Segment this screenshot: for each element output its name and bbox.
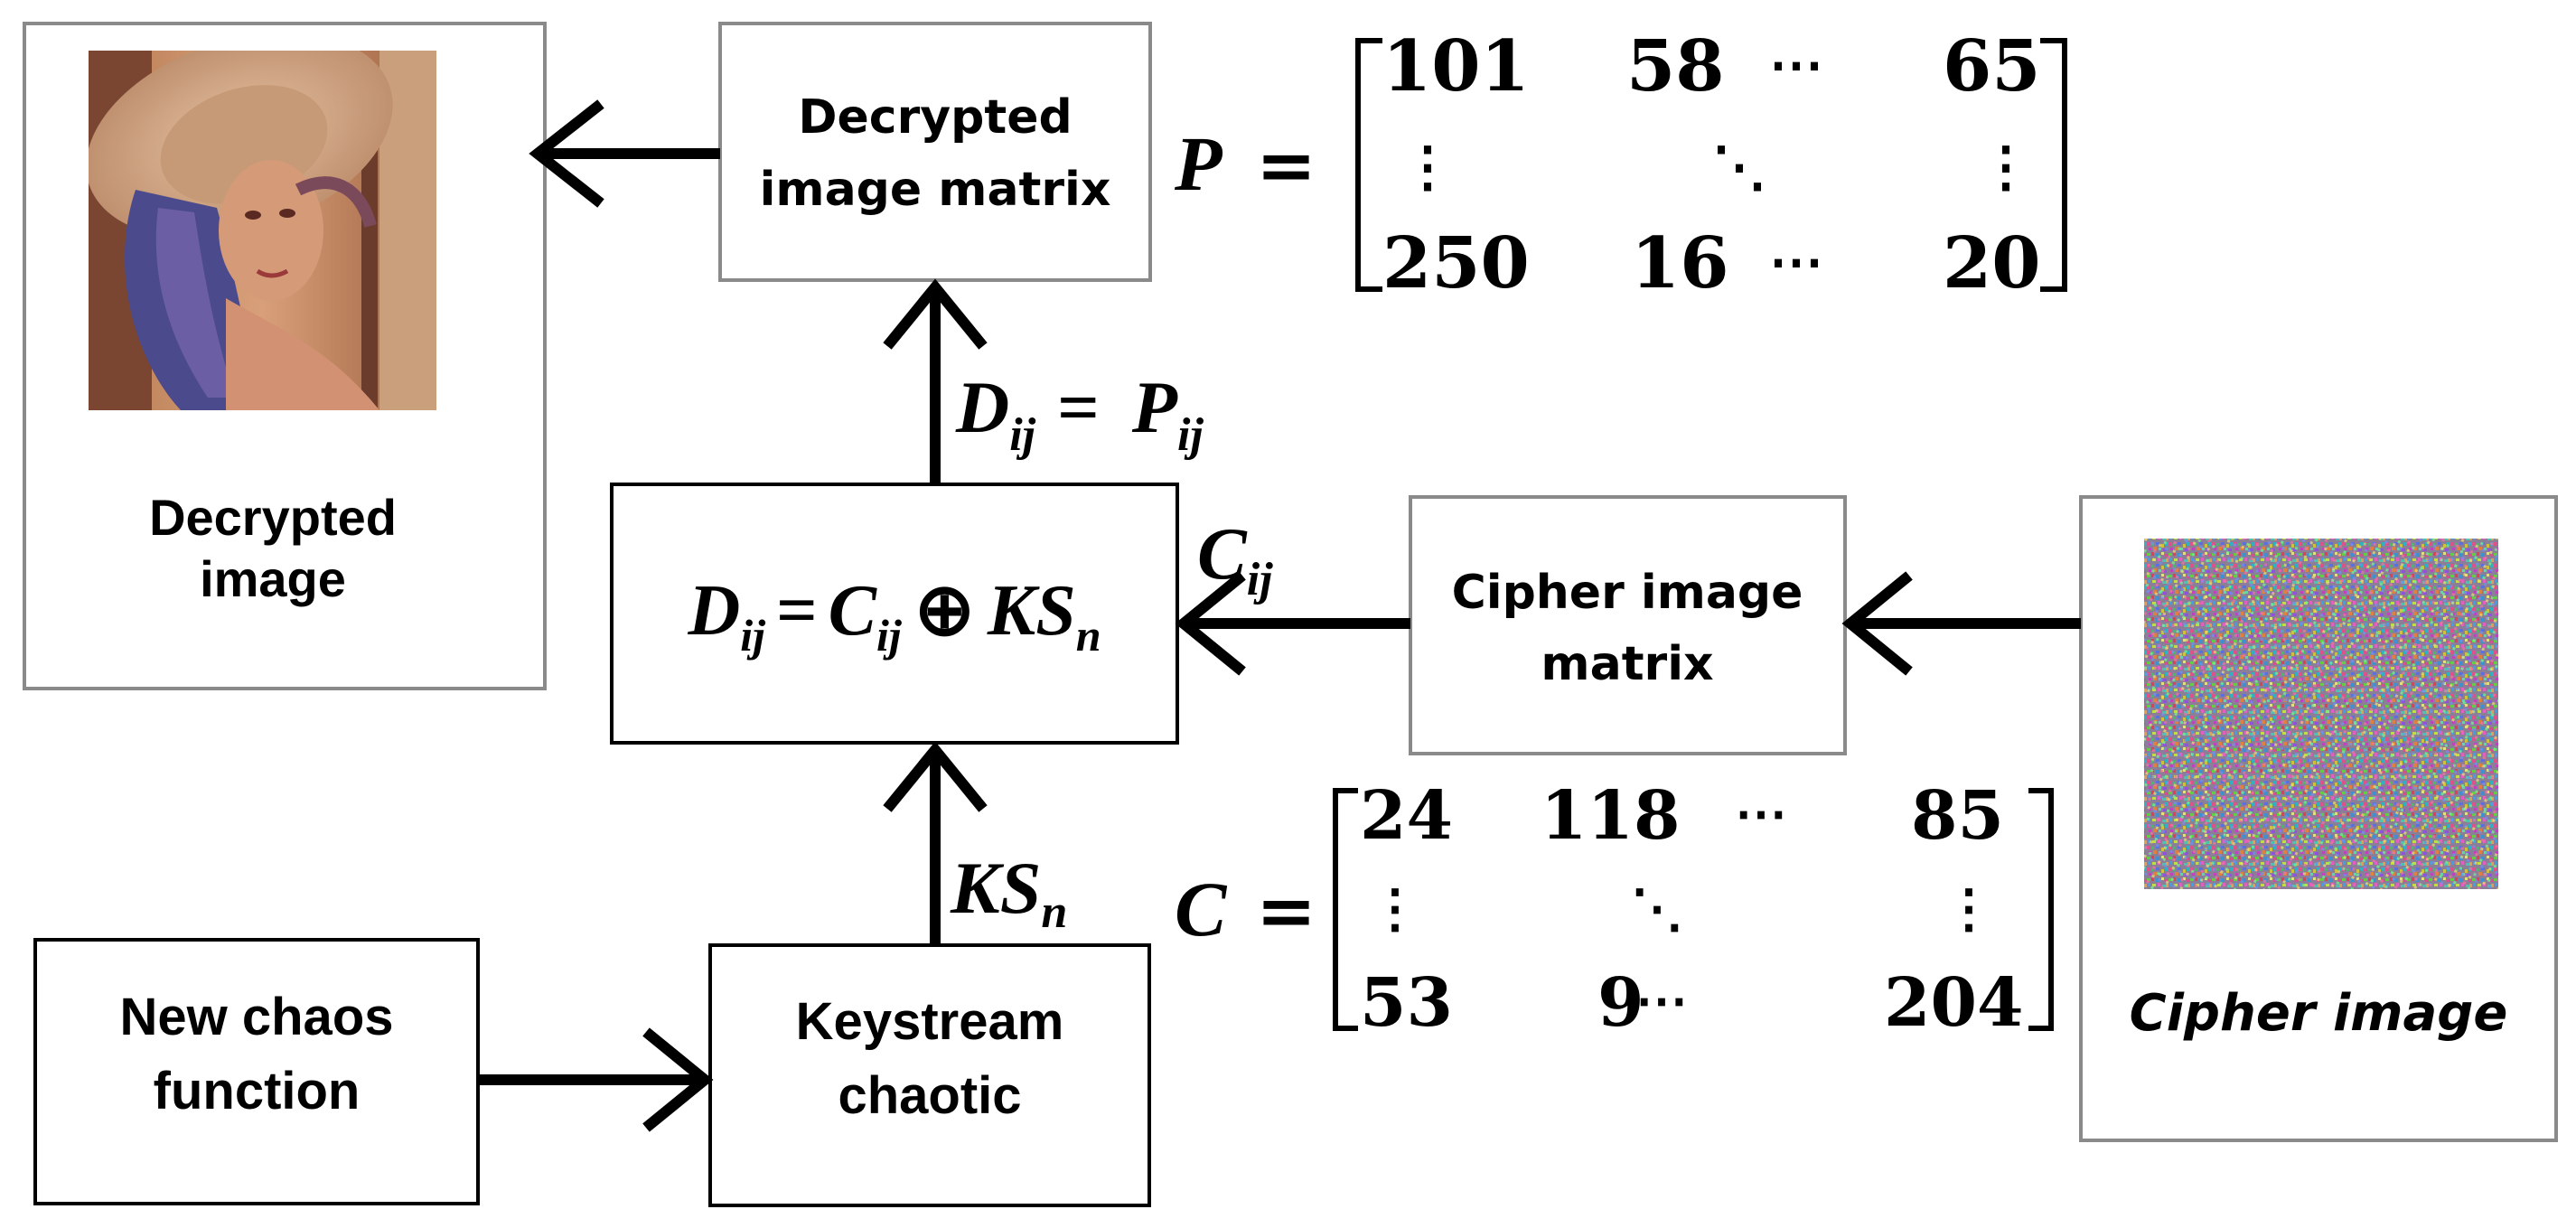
keystream-label-2: chaotic <box>838 1066 1021 1125</box>
matrix-p-r3c2: 16 <box>1631 222 1729 305</box>
matrix-c-r1c3: ⋯ <box>1735 783 1787 844</box>
matrix-p-r1c4: 65 <box>1943 25 2041 108</box>
xor-operation-box <box>610 483 1179 745</box>
keystream-label-1: Keystream <box>796 992 1064 1051</box>
chaos-function-label-2: function <box>154 1062 361 1120</box>
decrypted-image-label-2: image <box>200 550 346 607</box>
cipher-image-label: Cipher image <box>2130 984 2508 1043</box>
matrix-c-r1c4: 85 <box>1911 777 2004 855</box>
matrix-c-r3c1: 53 <box>1360 964 1453 1042</box>
matrix-p-r2c1: ⋮ <box>1400 136 1455 199</box>
arrow-chaos-to-keystream <box>478 1027 714 1132</box>
matrix-p-r2c3: ⋮ <box>1979 136 2033 199</box>
edge-label-cij: Cij <box>1197 512 1273 605</box>
arrow-cipher-matrix-to-xor <box>1175 571 1410 676</box>
matrix-p-eq: = <box>1256 122 1316 207</box>
matrix-c-r2c3: ⋮ <box>1943 877 1995 939</box>
matrix-c-r2c1: ⋮ <box>1369 877 1421 939</box>
chaos-function-box <box>33 938 480 1205</box>
cipher-matrix-label-2: matrix <box>1541 637 1713 691</box>
matrix-p-r1c3: ⋯ <box>1769 33 1823 97</box>
matrix-c-name: C <box>1175 866 1228 952</box>
arrow-keystream-to-xor <box>883 741 988 945</box>
matrix-c-r2c2: ⋱ <box>1631 877 1683 939</box>
matrix-c-r1c2: 118 <box>1541 777 1680 855</box>
matrix-p-r3c3: ⋯ <box>1769 230 1823 294</box>
edge-label-ksn: KSn <box>950 847 1067 938</box>
matrix-p-r1c1: 101 <box>1382 25 1530 108</box>
edge-label-dij-pij: Dij=Pij <box>955 366 1204 461</box>
matrix-p-r1c2: 58 <box>1626 25 1725 108</box>
matrix-c-r3c4: 204 <box>1884 964 2023 1042</box>
matrix-p: P = 101 58 ⋯ 65 ⋮ ⋱ ⋮ 250 16 ⋯ 20 <box>1174 25 2067 305</box>
matrix-p-name: P <box>1174 120 1223 207</box>
matrix-c-r3c3: ⋯ <box>1635 970 1688 1031</box>
decrypted-matrix-box <box>718 22 1152 282</box>
matrix-c-r3c2: 9 <box>1597 964 1644 1042</box>
matrix-p-r3c1: 250 <box>1382 222 1530 305</box>
matrix-p-r2c2: ⋱ <box>1712 136 1766 199</box>
matrix-p-r3c4: 20 <box>1943 222 2041 305</box>
matrix-c: C = 24 118 ⋯ 85 ⋮ ⋱ ⋮ 53 9 ⋯ 204 <box>1175 777 2054 1042</box>
decrypted-matrix-label-1: Decrypted <box>798 90 1072 145</box>
arrow-cipher-image-to-matrix <box>1841 571 2081 676</box>
cipher-matrix-label-1: Cipher image <box>1452 566 1803 620</box>
arrow-matrix-to-image <box>529 99 720 208</box>
decrypted-image-label-1: Decrypted <box>149 489 397 546</box>
matrix-c-r1c1: 24 <box>1360 777 1453 855</box>
cipher-matrix-box <box>1409 495 1847 755</box>
xor-formula: Dij=Cij⊕KSn <box>687 571 1101 661</box>
cipher-noise-image <box>2144 539 2498 889</box>
matrix-c-eq: = <box>1256 867 1316 952</box>
decrypted-matrix-label-2: image matrix <box>760 163 1111 217</box>
arrow-xor-to-matrix <box>883 278 988 484</box>
chaos-function-label-1: New chaos <box>120 988 394 1046</box>
decrypted-photo <box>89 51 436 410</box>
